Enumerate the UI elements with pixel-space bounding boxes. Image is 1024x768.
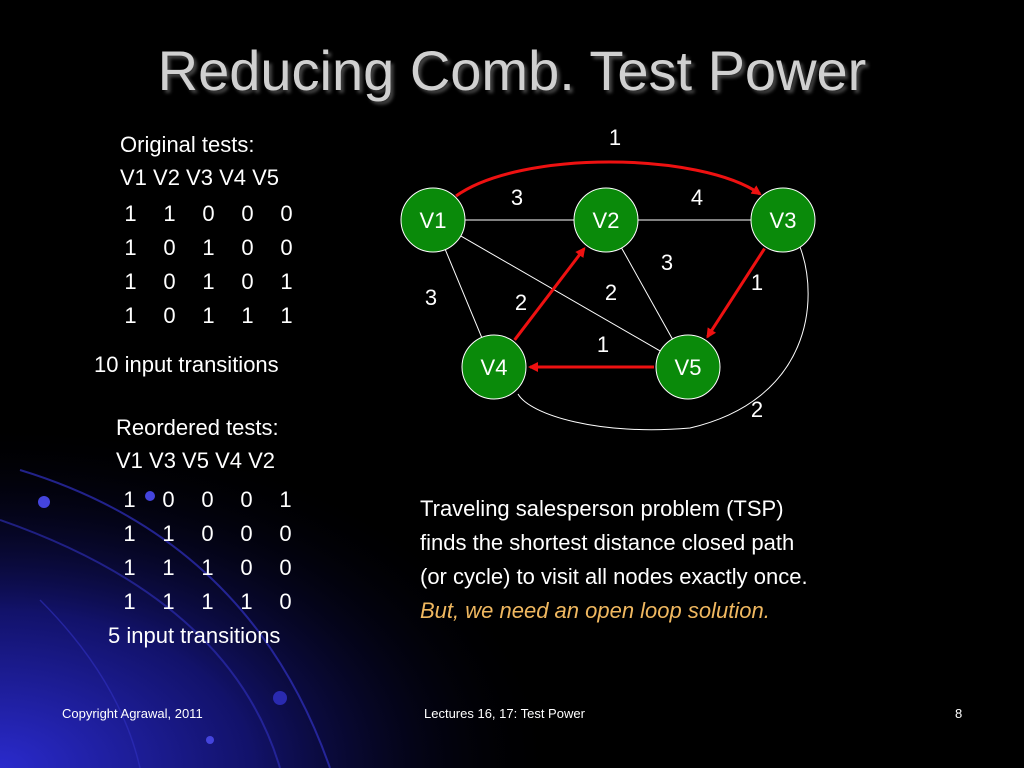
node-label: V4 [481, 355, 508, 380]
original-test-cell: 0 [280, 235, 293, 260]
original-test-cell: 1 [202, 235, 215, 260]
weight-v1-v5: 2 [605, 280, 617, 305]
reordered-test-cell: 1 [201, 589, 214, 614]
reordered-test-cell: 1 [279, 487, 292, 512]
node-label: V1 [420, 208, 447, 233]
edge-v1-v4 [444, 249, 483, 338]
reordered-test-cell: 0 [279, 589, 292, 614]
original-test-cell: 1 [124, 303, 137, 328]
slide-title: Reducing Comb. Test Power [157, 39, 867, 102]
original-tests-table: 1 1 0 0 0 1 0 1 0 0 1 0 1 0 1 1 0 1 1 1 [111, 197, 306, 333]
original-test-row: 1 1 0 0 0 [111, 197, 306, 231]
tsp-line-2: finds the shortest distance closed path [420, 530, 795, 555]
weight-v1-v2: 3 [511, 185, 523, 210]
reordered-test-row: 1 1 0 0 0 [110, 517, 305, 551]
weight-v4-v2: 2 [515, 290, 527, 315]
original-test-cell: 1 [124, 201, 137, 226]
original-test-cell: 1 [280, 303, 293, 328]
reordered-test-cell: 1 [123, 487, 136, 512]
original-test-cell: 0 [241, 201, 254, 226]
reordered-test-cell: 1 [240, 589, 253, 614]
edge-v2-v5 [621, 247, 673, 340]
original-tests-columns: V1 V2 V3 V4 V5 [120, 165, 279, 190]
original-test-cell: 0 [241, 269, 254, 294]
weight-v3-v5: 1 [751, 270, 763, 295]
node-label: V5 [675, 355, 702, 380]
node-v1: V1 [400, 187, 466, 253]
original-test-cell: 0 [241, 235, 254, 260]
original-test-row: 1 0 1 1 1 [111, 299, 306, 333]
original-test-cell: 0 [163, 303, 176, 328]
edge-v3-v5 [706, 247, 766, 339]
original-test-cell: 1 [163, 201, 176, 226]
reordered-tests-heading: Reordered tests: [116, 415, 279, 440]
footer-copyright: Copyright Agrawal, 2011 [62, 706, 203, 721]
weight-v3-v4: 2 [751, 397, 763, 422]
node-v4: V4 [461, 334, 527, 400]
reordered-test-cell: 1 [123, 555, 136, 580]
weight-v1-v4: 3 [425, 285, 437, 310]
node-label: V2 [593, 208, 620, 233]
node-v3: V3 [750, 187, 816, 253]
edge-v1-v5 [460, 235, 661, 352]
original-test-row: 1 0 1 0 0 [111, 231, 306, 265]
original-test-cell: 0 [202, 201, 215, 226]
original-test-cell: 0 [163, 269, 176, 294]
reordered-test-cell: 1 [162, 589, 175, 614]
original-transitions: 10 input transitions [94, 352, 279, 377]
node-circle [655, 334, 721, 400]
original-test-cell: 1 [124, 269, 137, 294]
reordered-test-cell: 0 [201, 487, 214, 512]
reordered-test-row: 1 0 0 0 1 [110, 483, 305, 517]
tsp-line-1: Traveling salesperson problem (TSP) [420, 496, 784, 521]
node-circle [400, 187, 466, 253]
reordered-test-cell: 0 [240, 487, 253, 512]
reordered-tests-columns: V1 V3 V5 V4 V2 [116, 448, 275, 473]
node-circle [750, 187, 816, 253]
reordered-test-cell: 1 [201, 555, 214, 580]
original-test-cell: 0 [280, 201, 293, 226]
tsp-description: Traveling salesperson problem (TSP) find… [420, 492, 808, 628]
footer-page-number: 8 [955, 706, 963, 721]
reordered-transitions: 5 input transitions [108, 623, 281, 648]
tsp-open-loop-note: But, we need an open loop solution. [420, 598, 770, 623]
edge-v1-v3 [455, 160, 762, 198]
reordered-test-cell: 0 [240, 555, 253, 580]
weight-v2-v5: 3 [661, 250, 673, 275]
node-circle [461, 334, 527, 400]
reordered-test-cell: 0 [279, 555, 292, 580]
node-circle [573, 187, 639, 253]
reordered-test-cell: 1 [162, 555, 175, 580]
weight-v1-v3: 1 [609, 125, 621, 150]
original-test-cell: 1 [202, 303, 215, 328]
edge-v4-v2 [513, 247, 586, 341]
original-test-cell: 1 [124, 235, 137, 260]
node-label: V3 [770, 208, 797, 233]
footer-lecture: Lectures 16, 17: Test Power [424, 706, 585, 721]
weight-v2-v3: 4 [691, 185, 703, 210]
original-test-cell: 1 [280, 269, 293, 294]
original-tests-heading: Original tests: [120, 132, 255, 157]
reordered-test-cell: 1 [123, 521, 136, 546]
edge-v3-v4 [517, 246, 809, 431]
original-test-cell: 1 [241, 303, 254, 328]
reordered-test-cell: 0 [162, 487, 175, 512]
original-test-cell: 0 [163, 235, 176, 260]
tsp-line-3: (or cycle) to visit all nodes exactly on… [420, 564, 808, 589]
reordered-tests-table: 1 0 0 0 1 1 1 0 0 0 1 1 1 0 0 1 1 1 1 0 [110, 483, 305, 619]
original-test-cell: 1 [202, 269, 215, 294]
reordered-test-cell: 0 [240, 521, 253, 546]
reordered-test-cell: 0 [201, 521, 214, 546]
node-v5: V5 [655, 334, 721, 400]
reordered-test-cell: 1 [162, 521, 175, 546]
node-v2: V2 [573, 187, 639, 253]
reordered-test-cell: 0 [279, 521, 292, 546]
original-test-row: 1 0 1 0 1 [111, 265, 306, 299]
reordered-test-row: 1 1 1 1 0 [110, 585, 305, 619]
weight-v5-v4: 1 [597, 332, 609, 357]
reordered-test-row: 1 1 1 0 0 [110, 551, 305, 585]
reordered-test-cell: 1 [123, 589, 136, 614]
